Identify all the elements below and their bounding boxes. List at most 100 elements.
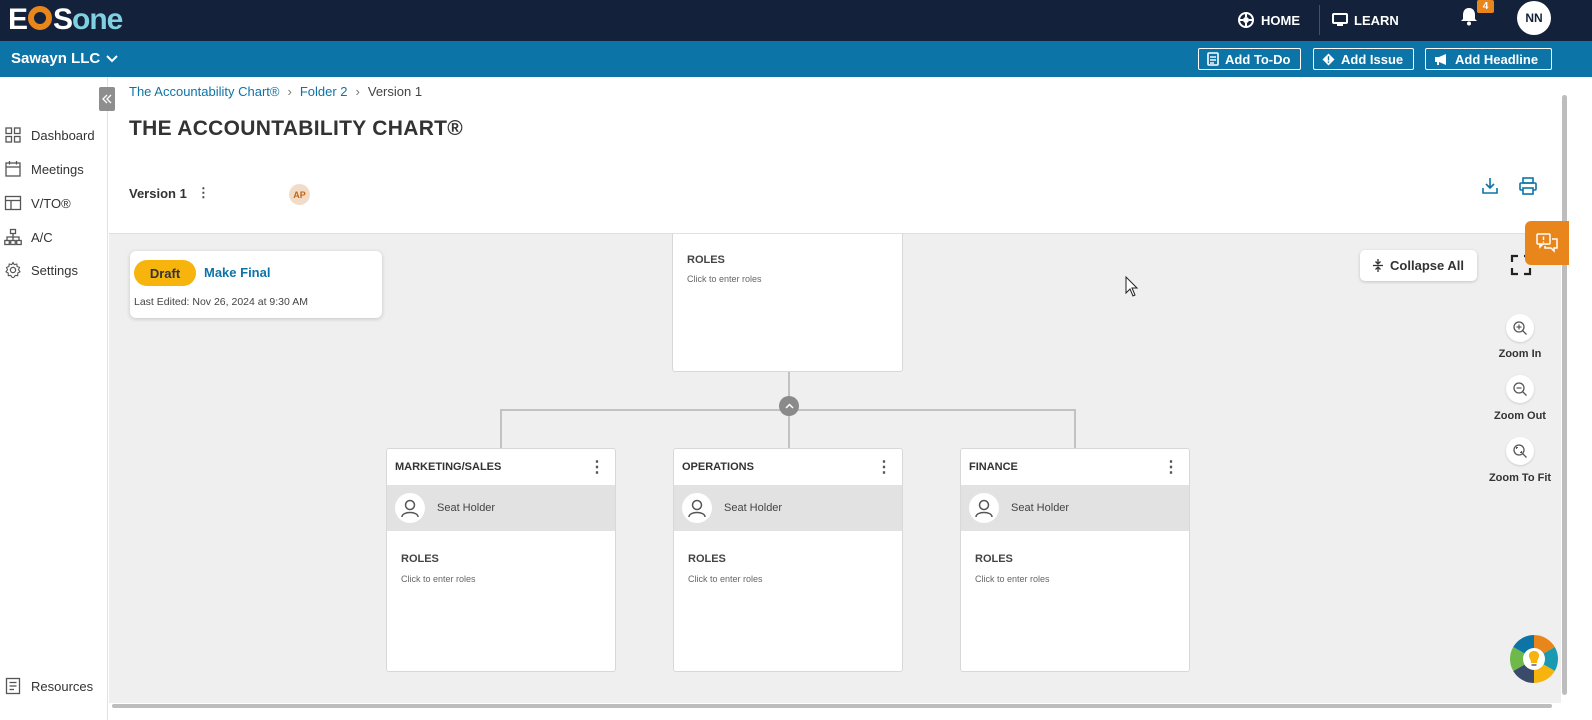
document-icon — [5, 677, 21, 695]
version-menu-kebab-icon[interactable]: ⋮ — [196, 185, 210, 200]
layout-icon — [4, 195, 22, 211]
collapse-all-label: Collapse All — [1390, 258, 1464, 273]
breadcrumb-chevron-icon: › — [355, 84, 360, 99]
eos-one-logo[interactable]: E S one — [8, 3, 123, 36]
nav-learn-link[interactable]: LEARN — [1332, 8, 1399, 32]
draft-status-badge: Draft — [134, 260, 196, 286]
nav-home-link[interactable]: HOME — [1238, 8, 1300, 32]
seat-menu-kebab-icon[interactable]: ⋮ — [1163, 459, 1179, 476]
collapse-all-button[interactable]: Collapse All — [1360, 250, 1477, 281]
version-selector: Version 1 ⋮ — [129, 185, 210, 201]
nav-home-label: HOME — [1261, 12, 1300, 28]
seat-menu-kebab-icon[interactable]: ⋮ — [589, 459, 605, 476]
collapse-branch-button[interactable] — [779, 396, 799, 416]
logo-letter-s: S — [53, 3, 73, 36]
seat-holder-row[interactable]: Seat Holder — [674, 485, 902, 531]
roles-input-hint[interactable]: Click to enter roles — [687, 274, 762, 284]
zoom-fit-icon — [1513, 444, 1527, 458]
zoom-to-fit-button[interactable] — [1506, 437, 1534, 465]
add-headline-button[interactable]: Add Headline — [1425, 48, 1552, 70]
zoom-in-icon — [1513, 321, 1527, 335]
person-icon — [395, 493, 425, 523]
page-header: The Accountability Chart® › Folder 2 › V… — [109, 77, 1561, 233]
zoom-in-label: Zoom In — [1498, 348, 1542, 360]
feedback-tab[interactable] — [1525, 221, 1569, 265]
person-icon — [682, 493, 712, 523]
help-lightbulb-wheel-icon[interactable] — [1509, 634, 1559, 684]
seat-holder-name: Seat Holder — [437, 502, 496, 514]
accountability-chart-canvas[interactable]: ROLES Click to enter roles Draft Make Fi… — [109, 233, 1561, 703]
roles-title: ROLES — [688, 553, 726, 565]
sidebar-collapse-handle[interactable] — [99, 87, 115, 111]
add-headline-label: Add Headline — [1455, 51, 1539, 67]
roles-title: ROLES — [401, 553, 439, 565]
org-chart-icon — [4, 228, 22, 246]
megaphone-icon — [1435, 53, 1446, 65]
person-icon — [969, 493, 999, 523]
notification-bell-icon[interactable] — [1458, 5, 1480, 27]
version-label: Version 1 — [129, 185, 187, 201]
roles-input-hint[interactable]: Click to enter roles — [688, 574, 763, 584]
monitor-icon — [1332, 13, 1348, 26]
zoom-out-button[interactable] — [1506, 375, 1534, 403]
horizontal-scrollbar[interactable] — [109, 703, 1561, 720]
breadcrumb: The Accountability Chart® › Folder 2 › V… — [129, 84, 422, 99]
sidebar-item-meetings[interactable]: Meetings — [4, 158, 84, 180]
sidebar-item-label: Settings — [31, 262, 78, 278]
seat-menu-kebab-icon[interactable]: ⋮ — [876, 459, 892, 476]
download-icon[interactable] — [1480, 176, 1500, 196]
sidebar-item-label: V/TO® — [31, 195, 71, 211]
chat-bubbles-icon — [1536, 233, 1558, 253]
breadcrumb-root-link[interactable]: The Accountability Chart® — [129, 84, 280, 99]
user-avatar[interactable]: NN — [1517, 1, 1551, 35]
vertical-scroll-thumb[interactable] — [1562, 95, 1567, 695]
roles-input-hint[interactable]: Click to enter roles — [401, 574, 476, 584]
breadcrumb-current: Version 1 — [367, 84, 423, 99]
seat-card-marketing-sales[interactable]: MARKETING/SALES ⋮ Seat Holder ROLES Clic… — [386, 448, 616, 672]
connector-line — [788, 372, 790, 410]
chevron-up-icon — [784, 403, 794, 409]
add-todo-button[interactable]: Add To-Do — [1198, 48, 1301, 70]
breadcrumb-folder-link[interactable]: Folder 2 — [299, 84, 348, 99]
seat-holder-name: Seat Holder — [1011, 502, 1070, 514]
add-issue-button[interactable]: Add Issue — [1313, 48, 1414, 70]
collaborator-avatar[interactable]: AP — [289, 184, 310, 205]
top-navbar: E S one HOME LEARN — [0, 0, 1592, 41]
seat-title: OPERATIONS — [682, 461, 754, 473]
seat-card-finance[interactable]: FINANCE ⋮ Seat Holder ROLES Click to ent… — [960, 448, 1190, 672]
page-title: THE ACCOUNTABILITY CHART® — [129, 117, 464, 140]
mouse-cursor-icon — [1125, 276, 1139, 297]
todo-list-icon — [1207, 52, 1219, 66]
logo-ring-icon — [28, 6, 53, 30]
sidebar-item-settings[interactable]: Settings — [4, 259, 78, 281]
issue-diamond-icon — [1322, 53, 1335, 65]
sidebar-item-label: Resources — [31, 678, 94, 694]
calendar-icon — [5, 161, 21, 177]
seat-card-top[interactable]: ROLES Click to enter roles — [672, 234, 903, 372]
roles-title: ROLES — [687, 254, 725, 266]
breadcrumb-chevron-icon: › — [287, 84, 292, 99]
seat-title: MARKETING/SALES — [395, 461, 502, 473]
seat-holder-row[interactable]: Seat Holder — [387, 485, 615, 531]
sidebar-item-resources[interactable]: Resources — [4, 675, 93, 697]
vertical-scrollbar[interactable] — [1561, 77, 1592, 720]
add-todo-label: Add To-Do — [1225, 51, 1291, 67]
print-icon[interactable] — [1518, 176, 1538, 196]
zoom-to-fit-label: Zoom To Fit — [1488, 472, 1552, 484]
sidebar-item-dashboard[interactable]: Dashboard — [4, 124, 95, 146]
last-edited-text: Last Edited: Nov 26, 2024 at 9:30 AM — [134, 296, 308, 308]
connector-line — [788, 409, 790, 449]
gear-icon — [5, 261, 21, 279]
make-final-link[interactable]: Make Final — [204, 265, 271, 280]
sidebar-item-ac[interactable]: A/C — [4, 226, 53, 248]
seat-card-operations[interactable]: OPERATIONS ⋮ Seat Holder ROLES Click to … — [673, 448, 903, 672]
roles-input-hint[interactable]: Click to enter roles — [975, 574, 1050, 584]
seat-holder-row[interactable]: Seat Holder — [961, 485, 1189, 531]
nav-learn-label: LEARN — [1354, 12, 1399, 28]
horizontal-scroll-thumb[interactable] — [112, 704, 1552, 708]
organization-switcher[interactable]: Sawayn LLC — [11, 50, 118, 67]
sidebar-item-label: Dashboard — [31, 127, 95, 143]
zoom-in-button[interactable] — [1506, 314, 1534, 342]
sidebar-item-vto[interactable]: V/TO® — [4, 192, 71, 214]
version-status-card: Draft Make Final Last Edited: Nov 26, 20… — [130, 251, 382, 318]
